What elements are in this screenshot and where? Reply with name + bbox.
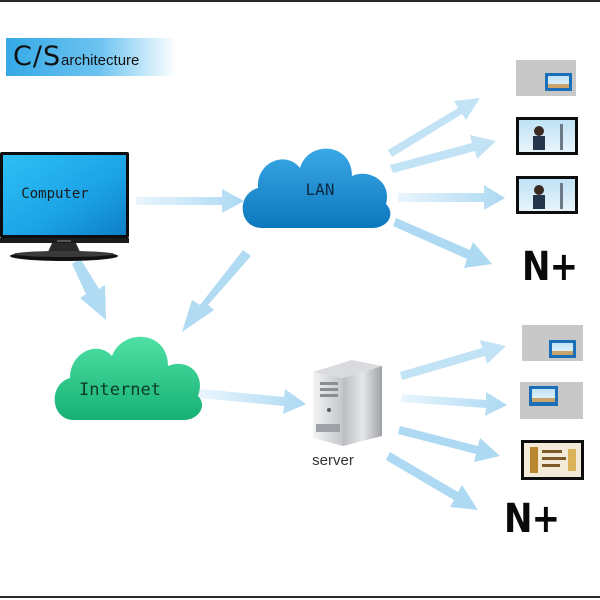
client-screen-server-1 xyxy=(522,325,583,361)
arrow-lan-to-n xyxy=(393,218,492,268)
arrow-server-to-client-3 xyxy=(398,426,500,462)
arrow-server-to-client-2 xyxy=(401,392,507,416)
arrow-server-to-client-1 xyxy=(400,340,506,380)
arrow-lan-to-client-3 xyxy=(398,185,505,210)
internet-label: Internet xyxy=(79,380,161,400)
internet-cloud-icon xyxy=(54,336,203,420)
lan-overflow-label: N+ xyxy=(522,244,578,290)
arrow-computer-to-lan xyxy=(136,189,244,213)
arrow-lan-to-client-1 xyxy=(388,98,480,157)
computer-label: Computer xyxy=(21,186,89,202)
top-border xyxy=(0,0,600,2)
client-screen-server-3 xyxy=(521,440,584,480)
arrow-lan-to-internet xyxy=(182,250,251,332)
server-overflow-label: N+ xyxy=(504,496,560,542)
client-screen-lan-3 xyxy=(516,176,578,214)
computer-icon xyxy=(0,152,129,261)
lan-label: LAN xyxy=(305,180,335,199)
lan-cloud-icon xyxy=(242,148,391,228)
client-screen-server-2 xyxy=(520,382,583,419)
title-main: C/S xyxy=(13,41,62,72)
arrow-internet-to-server xyxy=(199,389,306,414)
arrow-computer-to-internet xyxy=(72,258,106,320)
arrow-lan-to-client-2 xyxy=(390,135,496,173)
server-icon xyxy=(313,360,382,446)
client-screen-lan-1 xyxy=(516,60,576,96)
title-sub: architecture xyxy=(61,52,140,69)
arrow-server-to-n xyxy=(386,452,478,510)
title-banner xyxy=(6,38,176,76)
client-screen-lan-2 xyxy=(516,117,578,155)
server-label: server xyxy=(312,452,354,469)
bottom-border xyxy=(0,596,600,598)
